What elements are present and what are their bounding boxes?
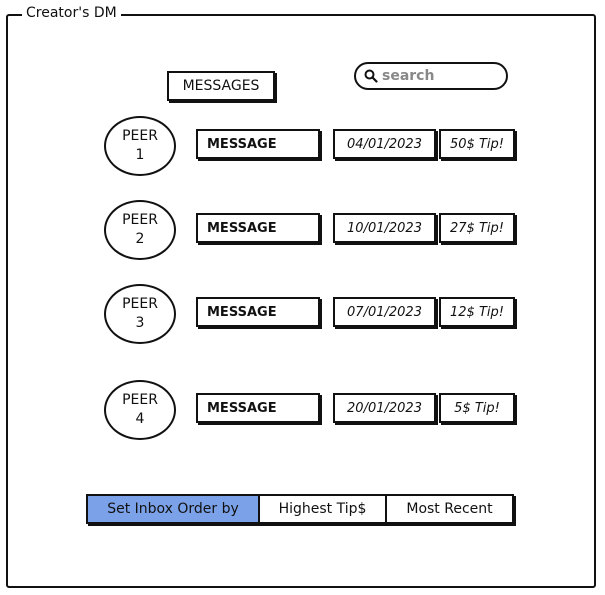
peer-label: PEER: [122, 128, 158, 144]
order-highest-tip-button[interactable]: Highest Tip$: [260, 496, 387, 522]
message-date: 20/01/2023: [333, 393, 436, 423]
search-input[interactable]: [382, 68, 492, 84]
message-button[interactable]: MESSAGE: [196, 393, 320, 423]
tip-badge: 12$ Tip!: [439, 297, 515, 327]
peer-avatar[interactable]: PEER 2: [104, 200, 176, 260]
peer-label: PEER: [122, 296, 158, 312]
order-most-recent-button[interactable]: Most Recent: [406, 501, 493, 517]
creators-dm-window: [6, 14, 596, 588]
peer-number: 4: [135, 411, 145, 427]
peer-avatar[interactable]: PEER 4: [104, 380, 176, 440]
peer-number: 1: [135, 147, 145, 163]
search-icon: [364, 69, 378, 83]
peer-number: 3: [135, 315, 145, 331]
tip-badge: 27$ Tip!: [439, 213, 515, 243]
conversation-row[interactable]: PEER 1 MESSAGE 04/01/2023 50$ Tip!: [0, 116, 605, 176]
messages-button[interactable]: MESSAGES: [167, 71, 275, 101]
peer-avatar[interactable]: PEER 3: [104, 284, 176, 344]
tip-badge: 50$ Tip!: [439, 129, 515, 159]
peer-number: 2: [135, 231, 145, 247]
window-title: Creator's DM: [22, 4, 121, 22]
peer-label: PEER: [122, 392, 158, 408]
message-button[interactable]: MESSAGE: [196, 297, 320, 327]
conversation-row[interactable]: PEER 3 MESSAGE 07/01/2023 12$ Tip!: [0, 284, 605, 344]
message-button[interactable]: MESSAGE: [196, 129, 320, 159]
message-button[interactable]: MESSAGE: [196, 213, 320, 243]
tip-badge: 5$ Tip!: [439, 393, 515, 423]
inbox-order-label: Set Inbox Order by: [88, 496, 260, 522]
message-date: 07/01/2023: [333, 297, 436, 327]
message-date: 04/01/2023: [333, 129, 436, 159]
peer-label: PEER: [122, 212, 158, 228]
conversation-row[interactable]: PEER 4 MESSAGE 20/01/2023 5$ Tip!: [0, 380, 605, 440]
inbox-order-selector: Set Inbox Order by Highest Tip$ Most Rec…: [86, 494, 514, 524]
conversation-row[interactable]: PEER 2 MESSAGE 10/01/2023 27$ Tip!: [0, 200, 605, 260]
peer-avatar[interactable]: PEER 1: [104, 116, 176, 176]
message-date: 10/01/2023: [333, 213, 436, 243]
search-box[interactable]: [354, 62, 508, 90]
